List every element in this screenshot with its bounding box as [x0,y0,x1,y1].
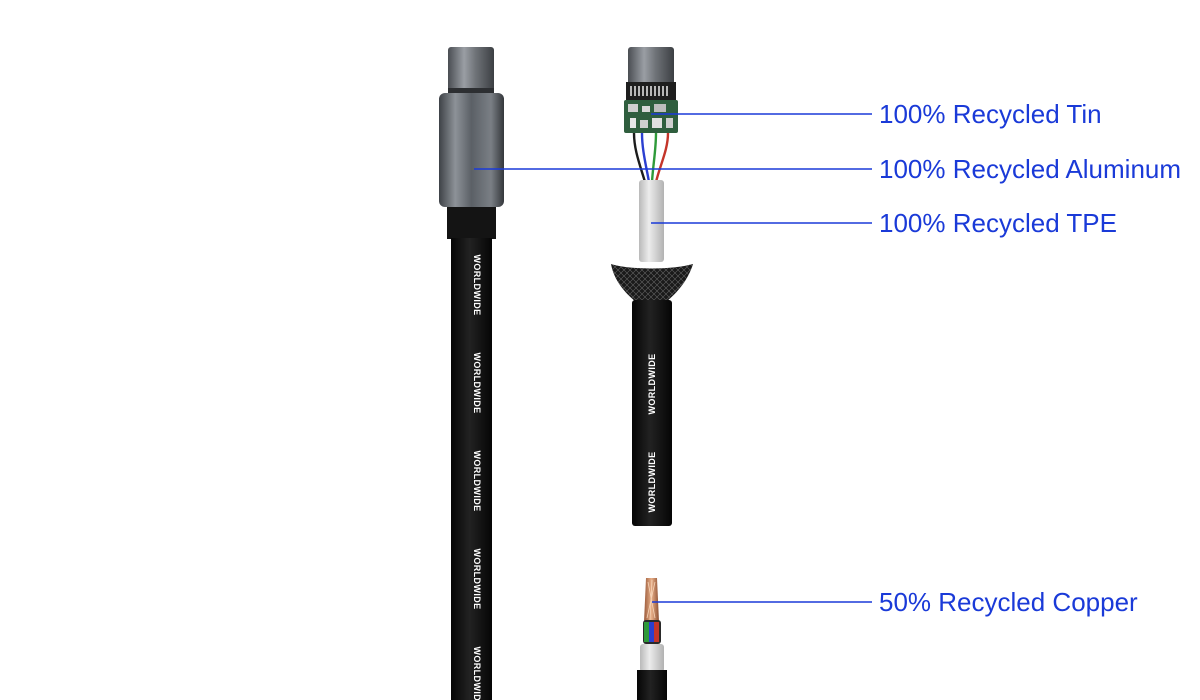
left-plug-tip [448,47,494,93]
callout-tpe: 100% Recycled TPE [879,208,1117,238]
exploded-cable: WORLDWIDE WORLDWIDE [611,47,693,700]
assembled-cable: WORLDWIDE WORLDWIDE WORLDWIDE WORLDWIDE … [439,47,504,700]
svg-text:WORLDWIDE: WORLDWIDE [647,451,657,512]
inner-wires [632,132,670,183]
left-strain-relief [447,207,496,239]
left-aluminum-housing [439,93,504,207]
left-cable-jacket [451,238,492,700]
svg-text:WORLDWIDE: WORLDWIDE [472,646,482,700]
copper-conductor [637,578,667,700]
svg-text:WORLDWIDE: WORLDWIDE [472,352,482,413]
left-cable-print: WORLDWIDE WORLDWIDE WORLDWIDE WORLDWIDE … [472,254,482,700]
callout-aluminum: 100% Recycled Aluminum [879,154,1182,184]
callout-tin: 100% Recycled Tin [879,99,1102,129]
svg-text:WORLDWIDE: WORLDWIDE [647,353,657,414]
svg-text:WORLDWIDE: WORLDWIDE [472,254,482,315]
tpe-inner-sheath [639,180,664,262]
right-cable-jacket [632,300,672,526]
right-cable-print: WORLDWIDE WORLDWIDE [647,353,657,512]
callout-copper: 50% Recycled Copper [879,587,1138,617]
svg-text:WORLDWIDE: WORLDWIDE [472,450,482,511]
svg-text:WORLDWIDE: WORLDWIDE [472,548,482,609]
right-plug-tip [628,47,674,85]
callout-lines [474,113,872,603]
